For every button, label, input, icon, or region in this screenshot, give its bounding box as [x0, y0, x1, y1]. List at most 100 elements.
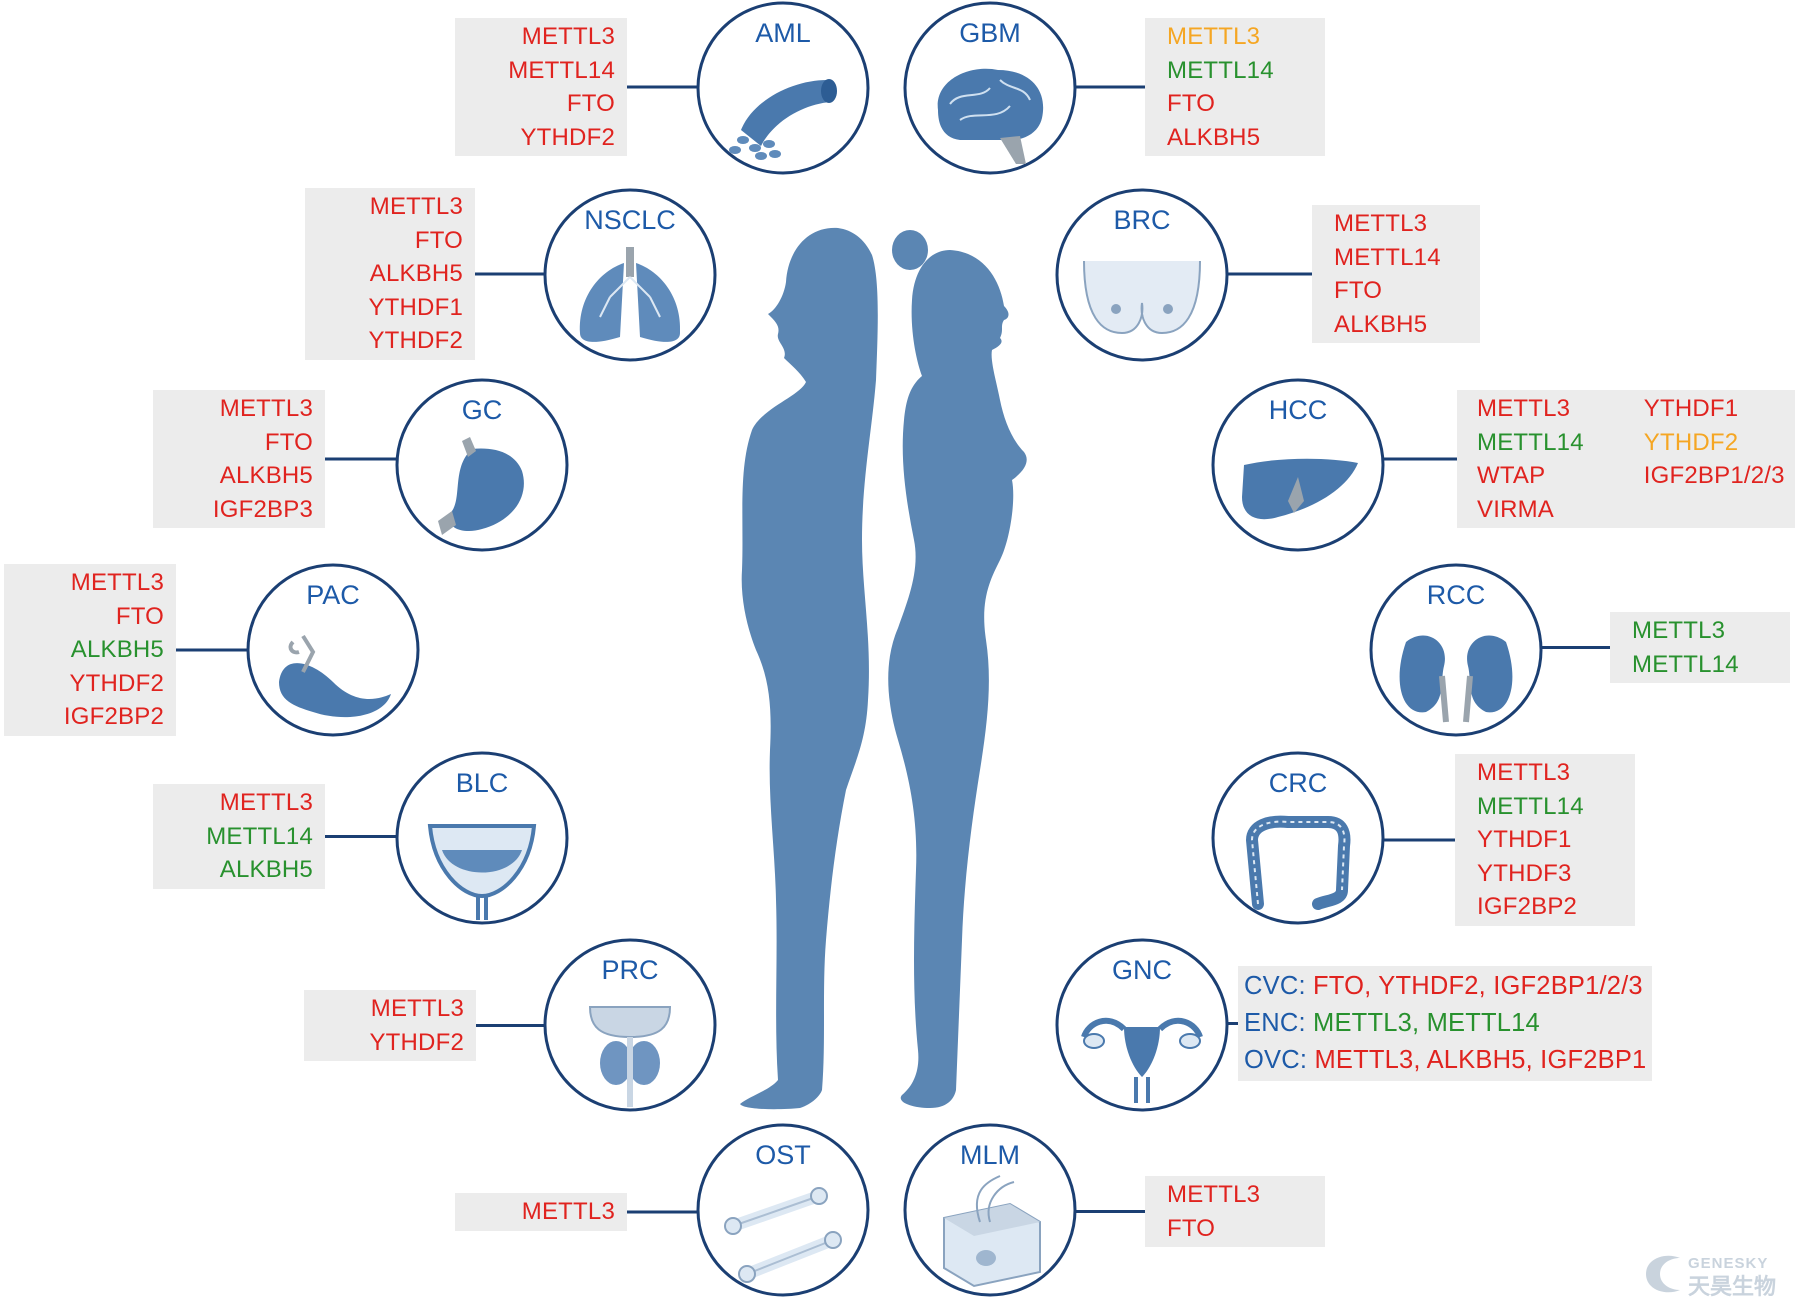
brand-cn: 天昊生物	[1688, 1274, 1776, 1300]
gene-label: METTL14	[1334, 243, 1441, 271]
gene-label: METTL3	[1477, 395, 1571, 422]
gnc-row: CVC: FTO, YTHDF2, IGF2BP1/2/3	[1244, 968, 1646, 1005]
stomach-icon	[438, 437, 524, 535]
gene-label: METTL3	[521, 23, 615, 50]
pac-label: PAC	[306, 580, 360, 610]
gene-label: ALKBH5	[219, 462, 313, 489]
gene-label: METTL3	[219, 395, 313, 422]
gene-label: FTO	[566, 90, 615, 117]
gene-label: METTL14	[508, 56, 615, 84]
gnc-row-key: OVC:	[1244, 1046, 1308, 1074]
gene-label: METTL3	[521, 1198, 615, 1225]
uterus-icon	[1081, 1017, 1203, 1103]
cancer-circles	[246, 1, 1543, 1297]
gnc-label: GNC	[1112, 955, 1172, 985]
aml-circle	[696, 1, 870, 175]
gene-label: ALKBH5	[219, 856, 313, 883]
ost-gene-box: METTL3	[455, 1193, 627, 1231]
gene-label: METTL3	[219, 789, 313, 816]
ost-label: OST	[755, 1140, 811, 1170]
gene-label: METTL3	[370, 995, 464, 1022]
aml-label: AML	[755, 18, 811, 48]
gnc-row-value: METTL3, ALKBH5, IGF2BP1	[1314, 1046, 1647, 1074]
gene-label: METTL3	[369, 193, 463, 220]
gene-label: VIRMA	[1477, 495, 1555, 523]
lungs-icon	[579, 247, 681, 342]
connectors	[176, 85, 1610, 1214]
gene-label: FTO	[1167, 1214, 1216, 1242]
liver-icon	[1242, 458, 1358, 520]
bone-icon	[724, 1187, 842, 1283]
gene-label: YTHDF3	[1477, 859, 1572, 887]
gene-label: METTL3	[1632, 617, 1726, 644]
gene-label: METTL14	[206, 822, 313, 850]
crc-label: CRC	[1268, 768, 1328, 798]
gnc-row: OVC: METTL3, ALKBH5, IGF2BP1	[1244, 1042, 1646, 1079]
gene-label: FTO	[115, 602, 164, 630]
gene-label: YTHDF2	[69, 669, 164, 697]
breast-icon	[1083, 260, 1201, 335]
gene-label: IGF2BP3	[212, 495, 313, 523]
gene-label: YTHDF1	[1643, 395, 1739, 422]
gene-label: METTL14	[1477, 792, 1584, 820]
gene-label: YTHDF2	[369, 1028, 464, 1056]
gene-label: YTHDF1	[1477, 826, 1572, 853]
prostate-icon	[588, 1006, 672, 1107]
gene-label: METTL14	[1167, 56, 1274, 84]
gene-label: METTL3	[1477, 759, 1571, 786]
genesky-logo-icon: GENESKY 天昊生物	[1646, 1255, 1776, 1300]
brand-en: GENESKY	[1688, 1255, 1768, 1272]
gene-label: WTAP	[1477, 462, 1546, 489]
gene-label: YTHDF2	[368, 327, 463, 354]
gene-label: FTO	[264, 428, 313, 456]
gene-label: METTL3	[1334, 210, 1428, 237]
gene-label: METTL3	[1167, 1181, 1261, 1208]
gene-label: METTL3	[70, 569, 164, 596]
gene-label: YTHDF2	[520, 123, 615, 151]
rcc-label: RCC	[1426, 580, 1486, 610]
gnc-row-value: FTO, YTHDF2, IGF2BP1/2/3	[1313, 972, 1643, 1000]
colon-icon	[1245, 815, 1351, 910]
gene-label: ALKBH5	[1167, 123, 1261, 151]
male-silhouette-icon	[740, 227, 878, 1110]
gene-label: IGF2BP1/2/3	[1643, 462, 1785, 489]
gnc-circle	[1055, 938, 1229, 1112]
gene-label: ALKBH5	[369, 260, 463, 287]
gc-label: GC	[461, 395, 503, 425]
pancreas-icon	[279, 634, 391, 718]
brc-label: BRC	[1113, 205, 1171, 235]
blood-vessel-icon	[729, 79, 837, 160]
mlm-label: MLM	[960, 1140, 1020, 1170]
gene-label: FTO	[1167, 90, 1216, 117]
skin-icon	[943, 1175, 1041, 1288]
gene-label: METTL3	[1167, 23, 1261, 50]
gbm-label: GBM	[959, 18, 1021, 48]
gene-label: ALKBH5	[70, 636, 164, 663]
gene-label: YTHDF1	[368, 293, 463, 321]
gene-label: FTO	[414, 226, 463, 254]
gene-label: IGF2BP2	[1477, 893, 1578, 920]
blc-label: BLC	[455, 768, 509, 798]
gene-label: METTL14	[1477, 428, 1584, 456]
hcc-label: HCC	[1268, 395, 1328, 425]
gnc-row-key: CVC:	[1244, 972, 1306, 1000]
kidneys-icon	[1399, 635, 1513, 723]
gene-label: FTO	[1334, 277, 1383, 304]
gnc-row-key: ENC:	[1244, 1009, 1306, 1037]
gene-label: METTL14	[1632, 650, 1739, 678]
female-silhouette-icon	[888, 230, 1027, 1108]
